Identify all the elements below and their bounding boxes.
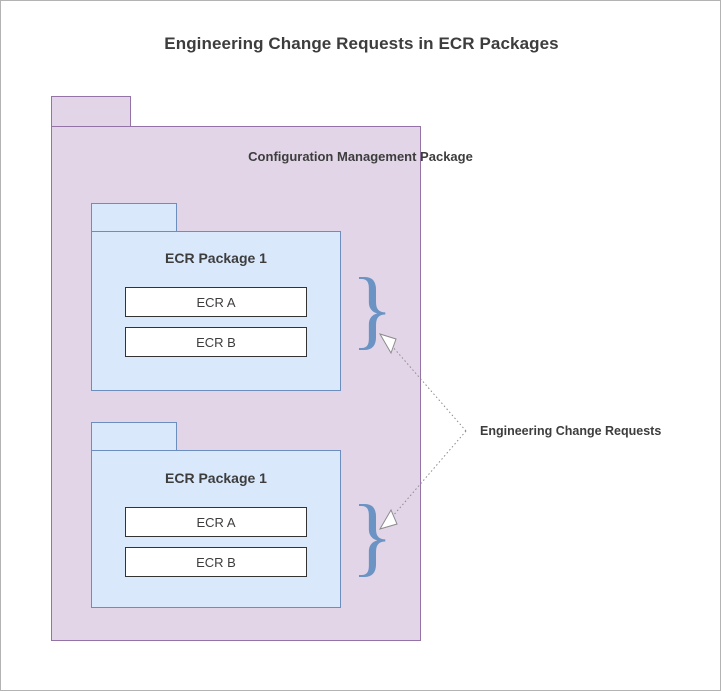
annotation-label: Engineering Change Requests xyxy=(480,424,662,438)
group-brace-icon: } xyxy=(351,488,394,585)
ecr-package-2-label: ECR Package 1 xyxy=(165,470,267,486)
ecr-item-box[interactable]: ECR B xyxy=(125,327,307,357)
ecr-package-1-label: ECR Package 1 xyxy=(165,250,267,266)
ecr-package-1-tab[interactable] xyxy=(91,203,177,232)
ecr-item-box[interactable]: ECR B xyxy=(125,547,307,577)
ecr-item-box[interactable]: ECR A xyxy=(125,507,307,537)
page-title: Engineering Change Requests in ECR Packa… xyxy=(164,34,559,53)
ecr-package-2-tab[interactable] xyxy=(91,422,177,451)
outer-package-label: Configuration Management Package xyxy=(248,149,473,164)
group-brace-icon: } xyxy=(351,261,394,358)
outer-package-tab[interactable] xyxy=(51,96,131,127)
ecr-item-box[interactable]: ECR A xyxy=(125,287,307,317)
